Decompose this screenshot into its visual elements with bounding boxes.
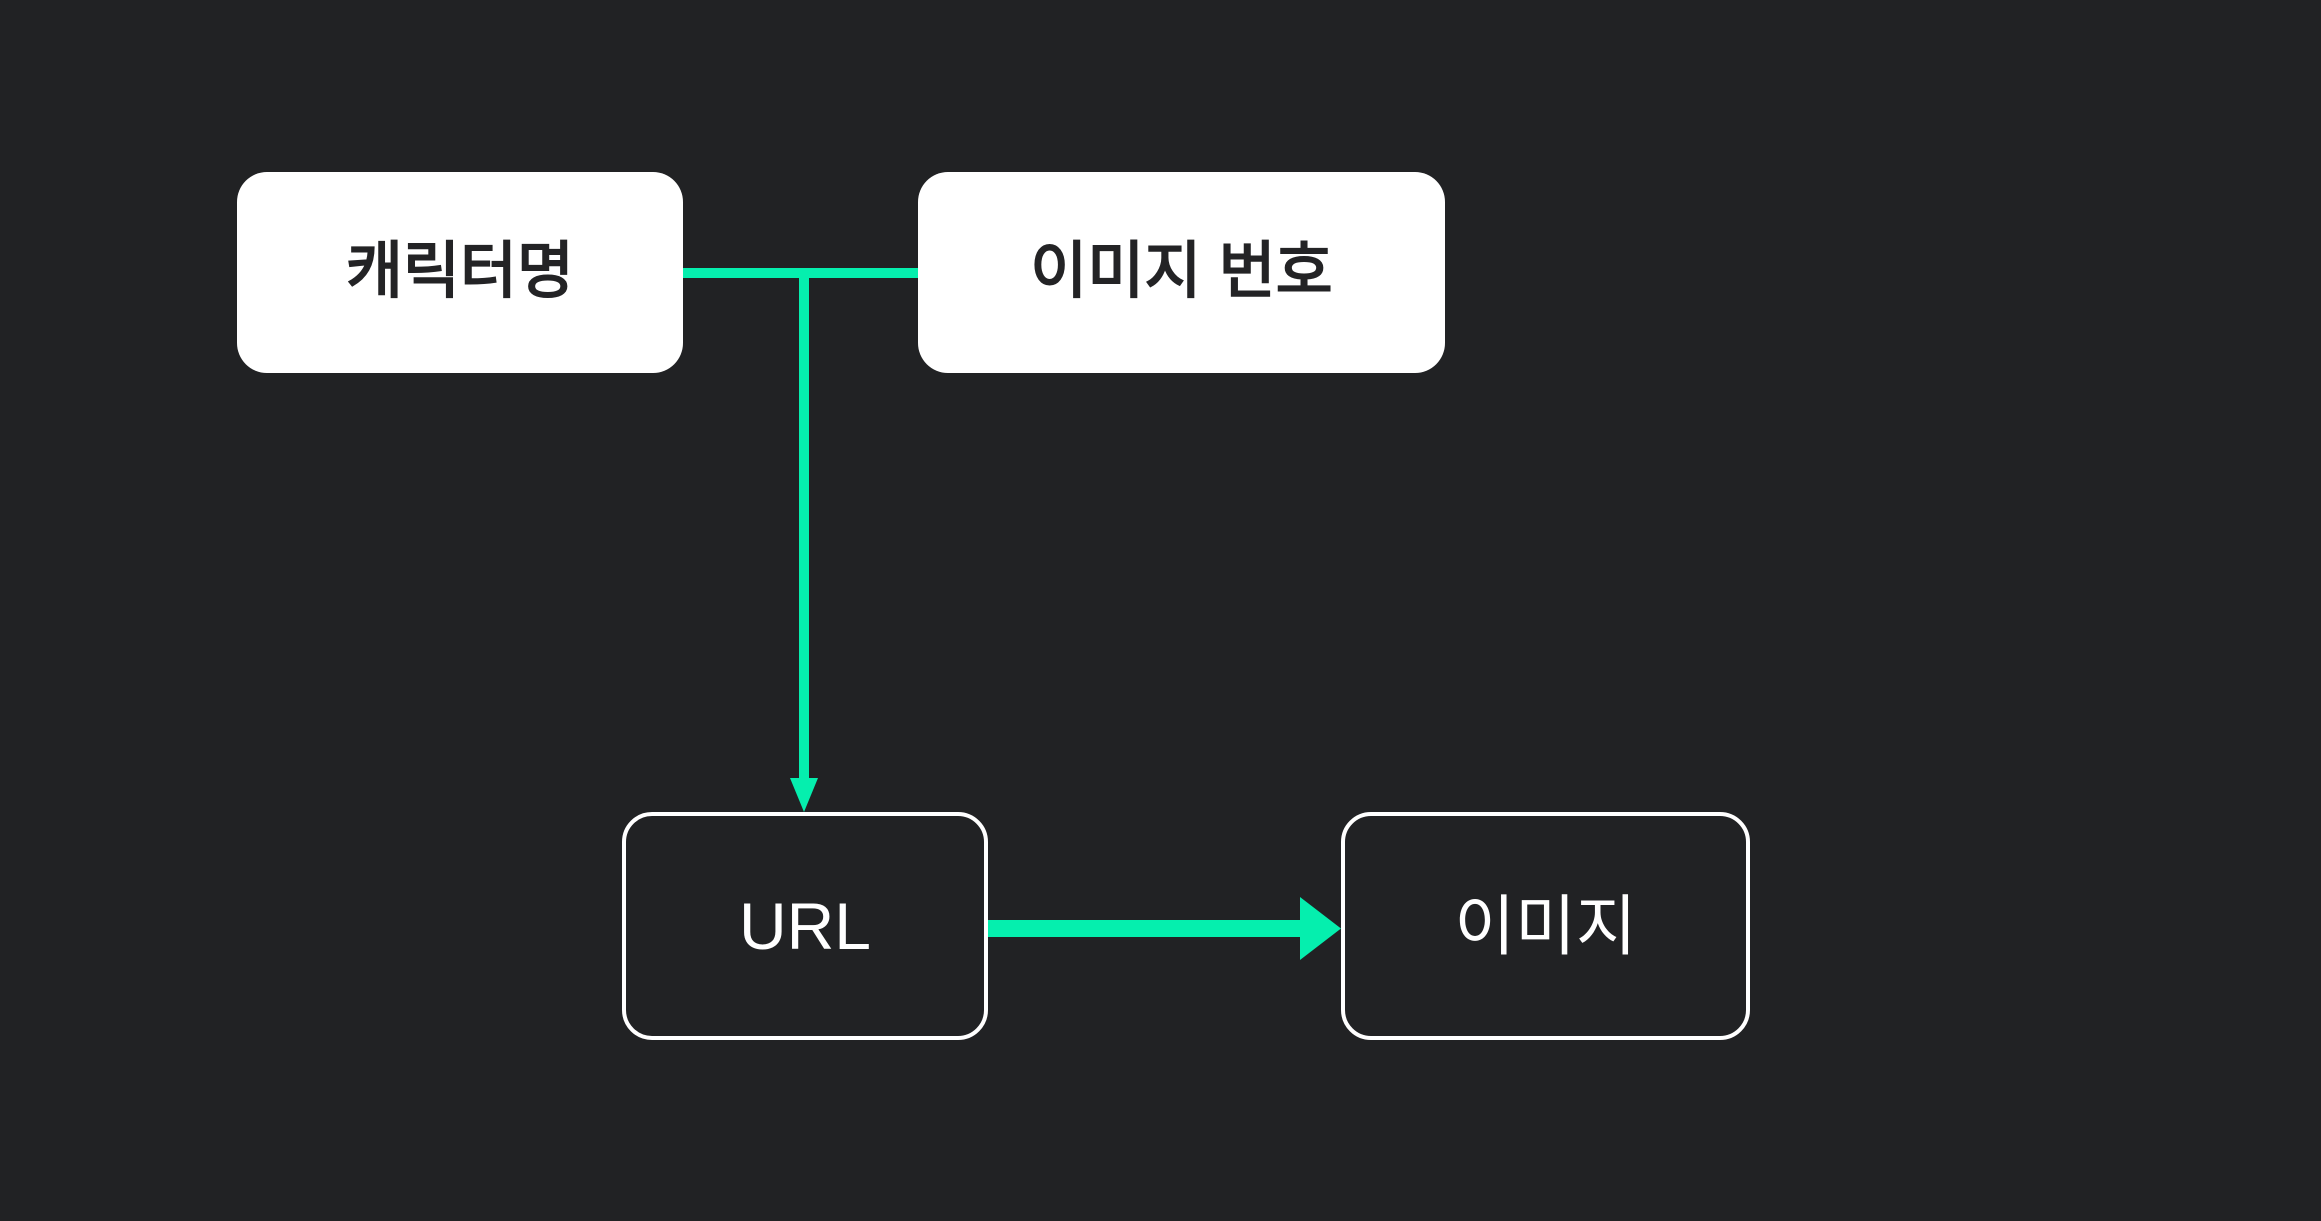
node-image[interactable]: 이미지 [1341, 812, 1750, 1040]
edge-junction-to-url-line [799, 268, 809, 796]
node-image-label: 이미지 [1454, 888, 1637, 963]
node-character-name-label: 캐릭터명 [345, 237, 575, 307]
edge-junction-to-url-arrowhead [790, 778, 818, 812]
node-url[interactable]: URL [622, 812, 988, 1040]
node-url-label: URL [738, 888, 872, 963]
edge-url-to-image-arrowhead [1300, 897, 1341, 960]
node-image-number-label: 이미지 번호 [1030, 237, 1333, 307]
edge-url-to-image-line [988, 920, 1306, 937]
node-image-number[interactable]: 이미지 번호 [918, 172, 1445, 373]
edge-character-name-to-image-number [683, 268, 918, 278]
node-character-name[interactable]: 캐릭터명 [237, 172, 683, 373]
